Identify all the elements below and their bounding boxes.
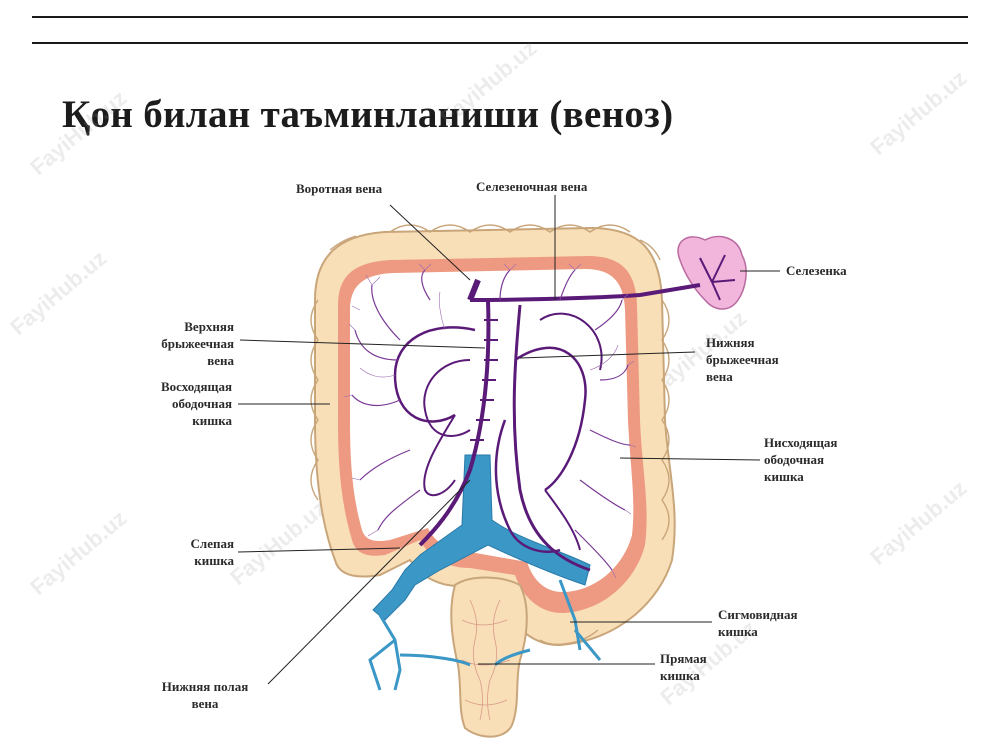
top-rule-secondary xyxy=(32,42,968,44)
iliac-veins xyxy=(368,579,602,691)
label-rectum: Прямая кишка xyxy=(660,651,707,683)
rectum-vessels xyxy=(461,599,511,721)
leader-vena-cava xyxy=(267,479,471,685)
label-splenic-vein: Селезеночная вена xyxy=(476,179,588,194)
portal-veins xyxy=(343,263,701,579)
leader-cecum xyxy=(237,547,401,553)
portal-vein-path xyxy=(467,278,481,302)
label-superior-mesenteric-vein: Верхняя брыжеечная вена xyxy=(161,319,234,368)
spleen-shape xyxy=(677,235,747,310)
leader-inferior-mesenteric xyxy=(519,351,696,359)
splenic-vein-path xyxy=(469,283,701,302)
label-spleen: Селезенка xyxy=(786,263,847,278)
leader-superior-mesenteric xyxy=(239,339,486,349)
haustra xyxy=(310,224,670,646)
rectum xyxy=(450,576,528,738)
label-inferior-mesenteric-vein: Нижняя брыжеечная вена xyxy=(706,335,779,384)
top-rule xyxy=(32,16,968,18)
label-sigmoid-colon: Сигмовидная кишка xyxy=(718,607,798,639)
leader-portal-vein xyxy=(389,204,471,281)
rectum-body xyxy=(450,576,528,738)
label-inferior-vena-cava: Нижняя полая вена xyxy=(161,679,249,711)
label-descending-colon: Нисходящая ободочная кишка xyxy=(764,435,838,484)
spleen xyxy=(677,235,747,310)
vena-cava-trunk xyxy=(372,454,591,621)
leader-descending-colon xyxy=(619,457,761,461)
slide-title: Қон билан таъминланиши (веноз) xyxy=(62,93,674,136)
label-portal-vein: Воротная вена xyxy=(296,181,383,196)
superior-mesenteric-path xyxy=(418,299,491,547)
leader-lines xyxy=(237,195,780,685)
inferior-vena-cava xyxy=(368,454,602,691)
label-ascending-colon: Восходящая ободочная кишка xyxy=(160,379,232,428)
label-cecum: Слепая кишка xyxy=(190,536,234,568)
splenic-branches xyxy=(699,254,736,301)
